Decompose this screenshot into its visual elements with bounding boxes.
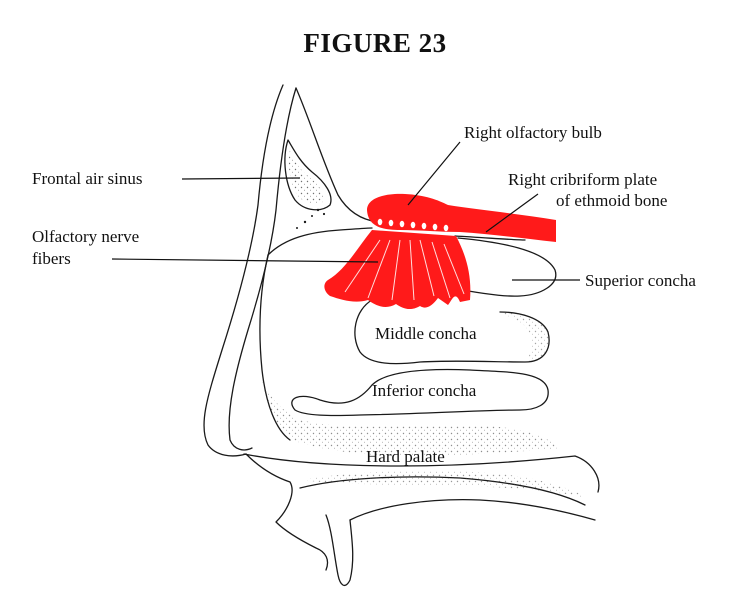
leader-frontal-sinus	[181, 177, 301, 180]
olfactory-structures	[324, 193, 556, 310]
label-frontal-air-sinus: Frontal air sinus	[32, 169, 143, 188]
label-cribriform-line2: of ethmoid bone	[556, 191, 667, 210]
label-superior-concha: Superior concha	[585, 271, 696, 290]
uvula	[325, 514, 354, 587]
concha-stipple	[500, 312, 550, 362]
upper-lip	[245, 453, 329, 571]
fiber-strands	[344, 239, 465, 301]
palate-stipple	[300, 470, 588, 498]
olfactory-bulb	[367, 193, 556, 242]
label-olfactory-line2: fibers	[32, 249, 71, 268]
label-inferior-concha: Inferior concha	[372, 381, 477, 400]
label-middle-concha: Middle concha	[375, 324, 477, 343]
frontal-sinus-stipple	[288, 150, 325, 204]
label-olfactory-line1: Olfactory nerve	[32, 227, 139, 246]
label-hard-palate: Hard palate	[366, 447, 445, 466]
label-right-olfactory-bulb: Right olfactory bulb	[464, 123, 602, 142]
lower-stipple	[262, 380, 560, 456]
labels: Right olfactory bulb Right cribriform pl…	[32, 123, 696, 466]
nasal-cavity-roof	[267, 227, 373, 256]
frontal-dots	[296, 208, 326, 229]
cavity-interior	[259, 254, 291, 441]
anatomy-outline	[203, 84, 600, 587]
figure-title: FIGURE 23	[303, 28, 447, 58]
leader-lines	[111, 141, 580, 281]
nose-outer-profile	[203, 84, 284, 457]
cribriform-lower-line	[454, 235, 526, 241]
leader-cribriform	[485, 193, 539, 233]
frontal-bone	[295, 87, 379, 223]
leader-olfactory-fibers	[111, 258, 379, 263]
olfactory-nerve-fibers	[324, 230, 471, 310]
frontal-air-sinus-shape	[284, 139, 332, 211]
cribriform-holes	[377, 218, 449, 232]
soft-palate	[349, 499, 596, 521]
label-cribriform-line1: Right cribriform plate	[508, 170, 657, 189]
superior-concha-shape	[457, 237, 557, 297]
leader-olfactory-bulb	[407, 141, 461, 206]
hard-palate-upper	[243, 453, 600, 493]
nasal-bone-inner	[228, 87, 297, 451]
inferior-concha-shape	[291, 368, 549, 417]
